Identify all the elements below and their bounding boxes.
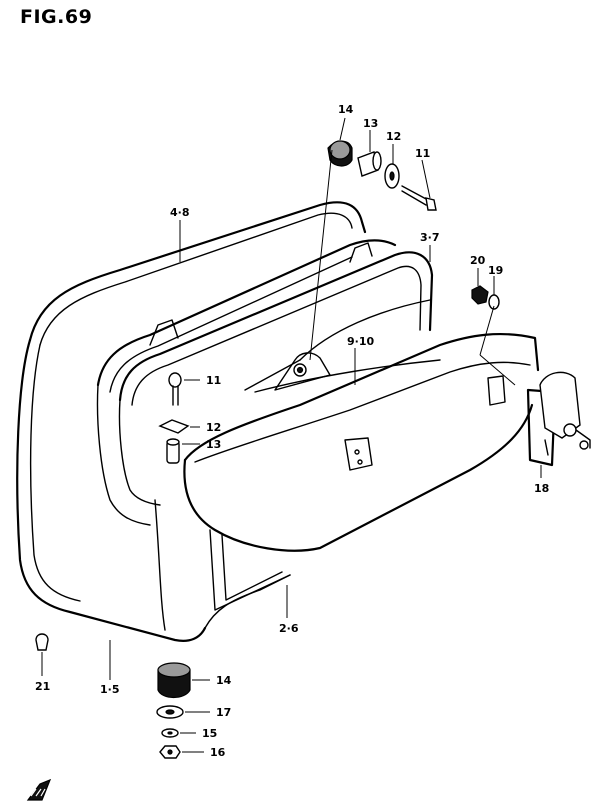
label-3-7: 3·7 <box>420 231 440 244</box>
side-hardware <box>471 285 500 310</box>
saddlebag-inner-lid <box>183 299 540 552</box>
label-2-6: 2·6 <box>279 622 299 635</box>
leader-lines <box>41 117 542 753</box>
label-11-top: 11 <box>415 147 430 160</box>
fwd-arrow-icon <box>26 778 52 801</box>
label-18: 18 <box>534 482 549 495</box>
label-20: 20 <box>470 254 486 267</box>
label-14-bot: 14 <box>216 674 232 687</box>
label-21: 21 <box>35 680 50 693</box>
label-12-top: 12 <box>386 130 401 143</box>
label-13-mid: 13 <box>206 438 221 451</box>
label-11-mid: 11 <box>206 374 221 387</box>
label-4-8: 4·8 <box>170 206 190 219</box>
top-mount-hardware <box>327 140 437 211</box>
label-14-top: 14 <box>338 103 354 116</box>
label-15: 15 <box>202 727 217 740</box>
figure-title: FIG.69 <box>20 6 93 28</box>
callout-labels: 14 13 12 11 4·8 3·7 20 19 9·10 11 12 13 … <box>35 103 549 759</box>
label-13-top: 13 <box>363 117 378 130</box>
lock-assembly <box>526 371 591 467</box>
label-19: 19 <box>488 264 503 277</box>
label-12-mid: 12 <box>206 421 221 434</box>
bottom-mount-hardware <box>35 633 191 759</box>
saddlebag-outer-shell <box>16 201 434 642</box>
label-17: 17 <box>216 706 231 719</box>
label-1-5: 1·5 <box>100 683 120 696</box>
label-16: 16 <box>210 746 226 759</box>
inner-mount-hardware <box>158 372 190 464</box>
label-9-10: 9·10 <box>347 335 374 348</box>
